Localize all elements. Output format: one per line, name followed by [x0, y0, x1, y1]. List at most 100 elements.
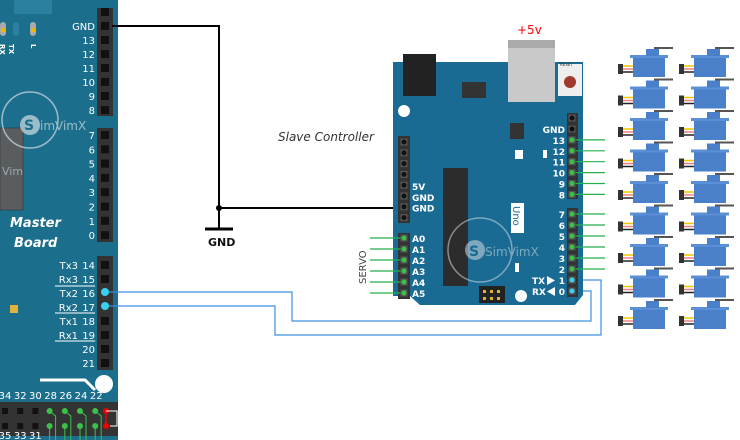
ground-wire: [112, 25, 403, 231]
uno-digital-label: 0: [559, 288, 565, 298]
master-pin-10[interactable]: [101, 78, 109, 86]
master-bottom-pin-label: 35: [0, 431, 11, 440]
master-pin-label: 3: [89, 188, 95, 199]
servo-icon: [618, 299, 673, 329]
master-pin-6[interactable]: [101, 145, 109, 154]
master-pin-label: 4: [89, 174, 95, 185]
servo-icon: [679, 299, 734, 329]
master-pin-number: 15: [82, 275, 95, 286]
uno-power-pin-label: GND: [412, 205, 434, 215]
master-bottom-pin[interactable]: [2, 423, 8, 429]
master-pin-17-rx2[interactable]: [101, 302, 109, 310]
master-pin-2[interactable]: [101, 202, 109, 211]
master-pin-function: Rx1: [59, 331, 78, 342]
uno-analog-label: A1: [412, 246, 425, 256]
master-pin-number: 21: [82, 359, 95, 370]
master-pin-20[interactable]: [101, 345, 109, 353]
slave-uno-board: RESET Uno S SimVimX 5VGNDGNDA0A1A2A3A4A5…: [370, 40, 605, 305]
servo-icon: [618, 267, 673, 298]
uno-digital-label: 12: [552, 148, 565, 158]
master-pin-16-tx2[interactable]: [101, 288, 109, 296]
master-bottom-pin-label: 31: [29, 431, 42, 440]
master-pin-label: 13: [82, 36, 95, 47]
servo-icon: [679, 110, 734, 140]
ground-label: GND: [208, 236, 235, 249]
uno-digital-label: 6: [559, 222, 565, 232]
servo-icon: [618, 204, 673, 235]
master-pin-8[interactable]: [101, 106, 109, 114]
servo-icon: [618, 173, 673, 203]
master-pin-11[interactable]: [101, 64, 109, 72]
rx-arrow-icon: [547, 287, 555, 296]
master-pin-9[interactable]: [101, 92, 109, 100]
master-pin-13[interactable]: [101, 36, 109, 44]
master-pin-label: 9: [89, 92, 95, 103]
master-pin-1[interactable]: [101, 216, 109, 225]
uno-model-label: Uno: [510, 206, 521, 226]
svg-text:imVimX: imVimX: [40, 119, 86, 133]
master-bottom-pin[interactable]: [32, 408, 39, 414]
master-pin-label: GND: [72, 22, 95, 33]
led-label-tx: TX: [7, 44, 15, 55]
servo-icon: [618, 110, 673, 140]
master-pin-15[interactable]: [101, 275, 109, 283]
master-pin-3[interactable]: [101, 188, 109, 197]
master-bottom-pin-label: 26: [59, 391, 72, 402]
master-pin-12[interactable]: [101, 50, 109, 58]
master-title-line1: Master: [10, 216, 62, 231]
uno-digital-label: 9: [559, 181, 565, 191]
master-pin-5[interactable]: [101, 159, 109, 168]
master-chip-text: Vim: [2, 165, 23, 178]
uno-analog-label: A5: [412, 290, 425, 300]
servo-icon: [618, 141, 673, 172]
serial-wires: [105, 279, 602, 336]
master-pin-label: 2: [89, 203, 95, 214]
master-pin-label: 0: [89, 231, 95, 242]
master-bottom-pin-label: 30: [29, 391, 42, 402]
master-bottom-pin-label: 24: [75, 391, 88, 402]
uno-digital-label: 1: [559, 277, 565, 287]
slave-caption: Slave Controller: [278, 130, 375, 144]
master-pin-0[interactable]: [101, 231, 109, 240]
master-bottom-pin-label: 34: [0, 391, 11, 402]
uno-simvimx-logo: S SimVimX: [447, 217, 539, 283]
uno-digital-label: GND: [543, 126, 565, 136]
servo-icon: [679, 47, 734, 77]
master-pin-gnd[interactable]: [101, 22, 109, 30]
master-pin-label: 10: [82, 78, 95, 89]
master-pin-18[interactable]: [101, 317, 109, 325]
master-pin-label: 1: [89, 217, 95, 228]
master-pin-19[interactable]: [101, 331, 109, 339]
uno-analog-label: A0: [412, 235, 425, 245]
master-pin-number: 19: [82, 331, 95, 342]
servo-group-label: SERVO: [358, 250, 369, 284]
master-pin-21[interactable]: [101, 359, 109, 367]
master-pin-14[interactable]: [101, 261, 109, 269]
servo-icon: [618, 78, 673, 109]
master-pin[interactable]: [101, 8, 109, 16]
tx-label: TX: [532, 277, 545, 287]
master-pin-function: Tx1: [59, 317, 78, 328]
servo-icon: [618, 236, 673, 266]
svg-text:S: S: [469, 244, 479, 260]
master-bottom-pin-label: 22: [90, 391, 103, 402]
master-bottom-pin[interactable]: [17, 408, 24, 414]
servo-icon: [679, 204, 734, 235]
master-pin-number: 14: [82, 261, 95, 272]
uno-digital-label: 7: [559, 211, 565, 221]
svg-text:S: S: [24, 118, 34, 134]
master-bottom-pin[interactable]: [17, 423, 24, 429]
master-pin-label: 11: [82, 64, 95, 75]
uno-analog-label: A4: [412, 279, 425, 289]
master-pin-7[interactable]: [101, 131, 109, 139]
master-bottom-pin[interactable]: [2, 408, 8, 414]
servo-icon: [679, 267, 734, 298]
master-pin-number: 20: [82, 345, 95, 356]
uno-digital-label: 11: [552, 159, 565, 169]
uno-digital-label: 5: [559, 233, 565, 243]
master-pin-4[interactable]: [101, 173, 109, 182]
simvimx-logo: S imVimX: [1, 91, 86, 149]
master-title-line2: Board: [14, 236, 58, 251]
master-bottom-pin[interactable]: [32, 423, 39, 429]
uno-digital-label: 10: [552, 170, 565, 180]
